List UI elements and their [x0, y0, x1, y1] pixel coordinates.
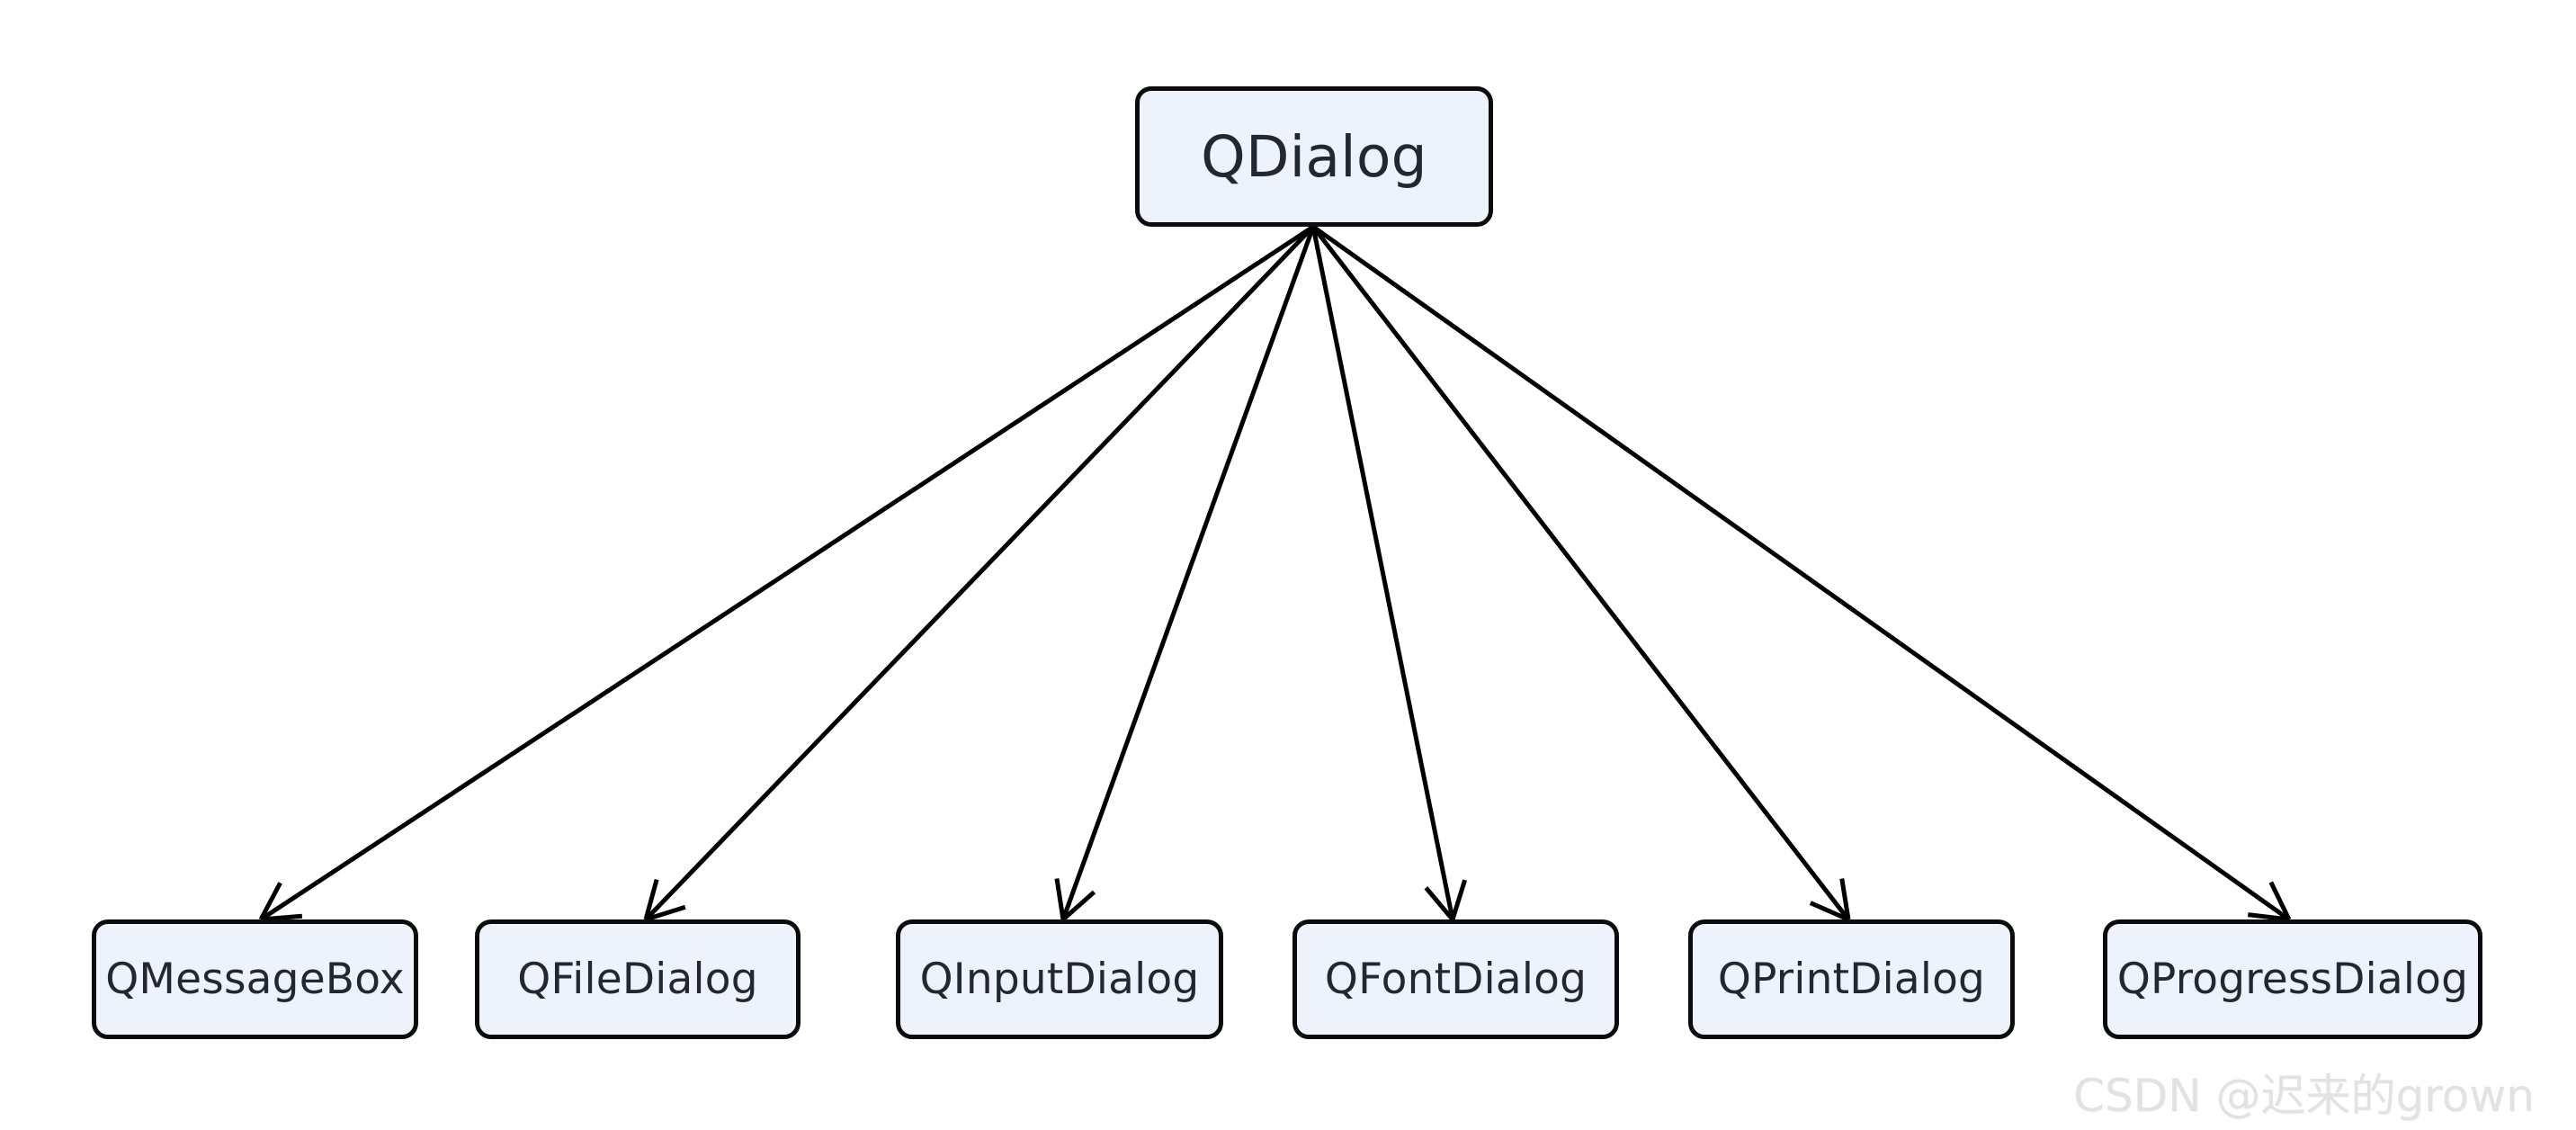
node-qfontdialog-label: QFontDialog — [1324, 955, 1588, 1004]
node-qinputdialog-label: QInputDialog — [919, 955, 1200, 1004]
node-qfiledialog[interactable]: QFileDialog — [475, 919, 801, 1039]
node-qfiledialog-label: QFileDialog — [517, 955, 758, 1004]
csdn-watermark: CSDN @迟来的grown — [2073, 1070, 2535, 1122]
node-qfontdialog[interactable]: QFontDialog — [1292, 919, 1619, 1039]
node-qdialog[interactable]: QDialog — [1135, 86, 1493, 227]
node-qprogressdialog[interactable]: QProgressDialog — [2103, 919, 2482, 1039]
node-qdialog-label: QDialog — [1201, 123, 1427, 190]
node-qprogressdialog-label: QProgressDialog — [2116, 955, 2469, 1004]
node-qinputdialog[interactable]: QInputDialog — [896, 919, 1223, 1039]
node-qmessagebox-label: QMessageBox — [105, 955, 405, 1004]
node-qmessagebox[interactable]: QMessageBox — [92, 919, 418, 1039]
node-qprintdialog-label: QPrintDialog — [1717, 955, 1986, 1004]
node-qprintdialog[interactable]: QPrintDialog — [1688, 919, 2015, 1039]
